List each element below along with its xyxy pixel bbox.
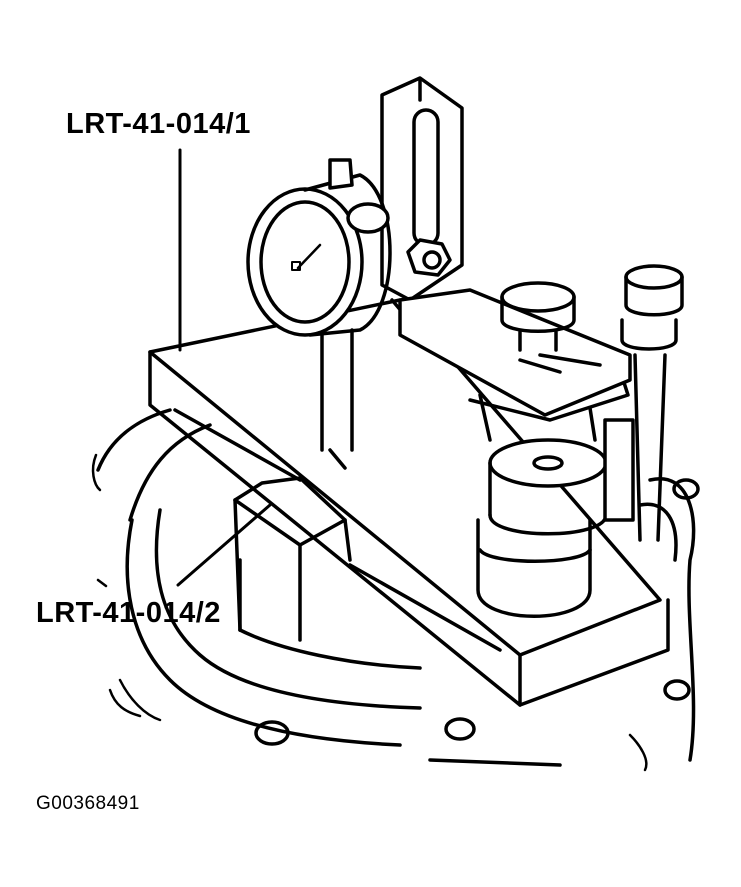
locking-nut-icon (406, 238, 452, 277)
measuring-cylinder (476, 438, 608, 618)
callout-label-tool-1: LRT-41-014/1 (66, 108, 251, 140)
casing-outline (91, 408, 700, 772)
side-post (603, 264, 684, 542)
bridge-bar (148, 298, 670, 707)
dial-gauge-icon (246, 158, 392, 470)
callout-label-tool-2: LRT-41-014/2 (36, 597, 221, 629)
clamp-knob-icon (500, 281, 576, 352)
callout-leaders (176, 148, 272, 587)
gauge-bracket (398, 288, 632, 442)
figure-id: G00368491 (36, 793, 140, 814)
leader-line-2 (176, 503, 272, 587)
